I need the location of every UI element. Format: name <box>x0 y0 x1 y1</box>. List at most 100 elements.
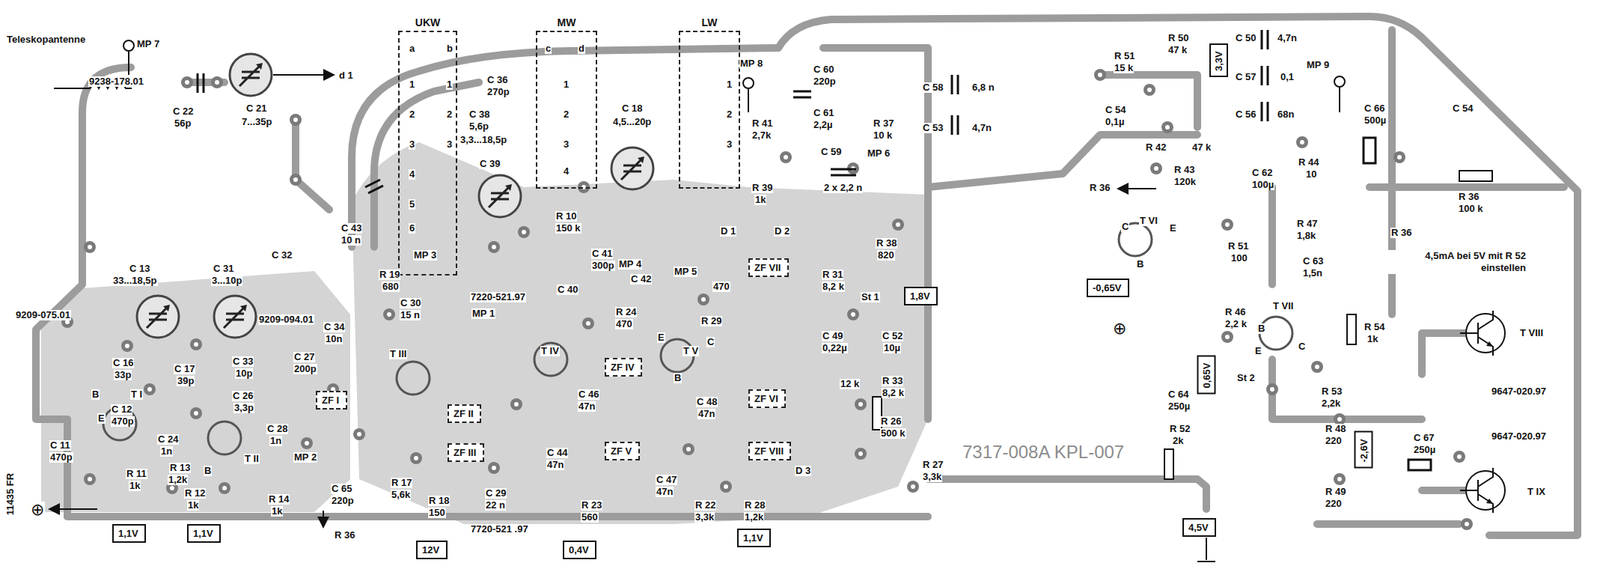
part-label: T II <box>243 453 260 464</box>
track <box>1421 333 1467 491</box>
part-label: C 47 <box>655 474 678 485</box>
part-label: R 28 <box>743 499 766 511</box>
part-label: 15 n <box>399 309 421 321</box>
part-label: C 41 <box>591 248 613 259</box>
part-label: C 22 <box>172 106 194 117</box>
part-label: R 33 <box>881 375 904 387</box>
part-label: E <box>657 332 666 343</box>
part-label: T III <box>389 348 408 360</box>
part-label: R 48 <box>1324 423 1347 435</box>
part-label: 9209-075.01 <box>14 309 72 321</box>
solder-pad <box>892 218 905 231</box>
part-label: C 16 <box>112 357 134 369</box>
part-label: 4,7n <box>971 122 993 134</box>
part-label: 6 <box>408 223 416 234</box>
part-label: 2 <box>562 109 570 120</box>
part-label: 2,2µ <box>812 119 834 131</box>
part-label: R 43 <box>1173 164 1196 176</box>
part-label: C 63 <box>1302 255 1324 267</box>
band-heading: MW <box>556 16 578 29</box>
part-label: C 28 <box>266 423 289 435</box>
part-label: 220p <box>330 495 355 506</box>
part-label: 1,2k <box>743 511 765 523</box>
part-label: R 51 <box>1227 240 1250 252</box>
box-label: 3,3V <box>1213 49 1225 72</box>
voltage-box: 0,65V <box>1197 355 1217 395</box>
part-label: C 24 <box>157 434 179 445</box>
part-label: B <box>91 389 100 400</box>
solder-pad <box>211 76 224 89</box>
solder-pad <box>517 226 530 238</box>
part-label: 9209-094.01 <box>258 314 315 325</box>
copper-pour <box>41 142 928 524</box>
part-label: C 46 <box>577 389 600 400</box>
part-label: R 51 <box>1113 50 1136 62</box>
part-label: 200p <box>293 363 318 375</box>
part-label: C 67 <box>1412 432 1435 444</box>
part-label: 470 <box>712 281 731 292</box>
part-label: D 2 <box>773 226 791 237</box>
solder-pad <box>577 181 590 194</box>
part-label: 1k <box>187 499 200 511</box>
arrow-line <box>1119 187 1157 190</box>
part-label: MP 3 <box>413 249 438 261</box>
box-label: -2,6V <box>1358 437 1370 463</box>
part-label: R 18 <box>428 495 450 506</box>
box-label: 0,4V <box>568 544 591 556</box>
arrow-line <box>322 510 325 526</box>
part-label: 500µ <box>1363 115 1387 126</box>
solder-pad <box>1094 68 1107 81</box>
part-label: 4,5...20p <box>612 116 652 128</box>
part-label: C 12 <box>110 404 133 415</box>
part-label: E <box>1254 345 1263 357</box>
leader-line <box>128 50 1340 113</box>
part-label: 220 <box>1324 435 1343 447</box>
part-label: d <box>577 43 586 54</box>
part-label: 1 <box>446 79 453 90</box>
solder-pad <box>121 339 134 352</box>
filter-box: ZF II <box>447 404 482 423</box>
part-label: C <box>1297 341 1306 352</box>
capacitor-symbol <box>951 74 958 135</box>
arrow-line <box>273 74 333 76</box>
solder-pad <box>719 480 732 493</box>
part-label: 680 <box>381 281 400 292</box>
part-label: T VI <box>1139 215 1159 227</box>
track <box>823 47 1198 188</box>
part-label: C 42 <box>630 273 652 285</box>
part-label: R 36 <box>1390 227 1413 238</box>
solder-pad <box>1150 162 1163 175</box>
adjustment-note: 4,5mA bei 5V mit R 52 einstellen <box>1382 249 1527 274</box>
voltage-box: 1,8V <box>904 286 938 306</box>
transistor-outline <box>396 361 430 395</box>
part-label: 10 <box>1305 169 1318 180</box>
part-label: C 58 <box>921 82 944 93</box>
solder-pad <box>847 308 860 321</box>
part-label: R 52 <box>1168 423 1191 435</box>
filter-box: ZF VI <box>748 389 786 408</box>
part-label: 3 <box>446 139 453 150</box>
part-label: D 1 <box>719 226 737 237</box>
part-label: R 24 <box>615 306 637 318</box>
solder-pad <box>1266 383 1279 396</box>
part-label: 1n <box>160 446 173 457</box>
copper-area <box>41 270 351 512</box>
solder-pad <box>83 240 96 253</box>
part-label: R 50 <box>1167 32 1190 44</box>
part-label: b <box>446 43 454 54</box>
box-label: ZF III <box>453 446 479 458</box>
part-label: R 11 <box>125 468 148 479</box>
part-label: 3,3k <box>921 471 943 482</box>
part-label: C 65 <box>330 483 353 494</box>
solder-pad <box>383 308 396 321</box>
part-label: MP 2 <box>293 452 318 463</box>
band-frame: UKW <box>398 30 458 276</box>
part-label: MP 4 <box>618 258 643 270</box>
part-label: C 40 <box>556 284 579 295</box>
solder-pad <box>1311 360 1324 373</box>
part-label: 47 k <box>1167 44 1188 56</box>
voltage-box: 12V <box>416 540 448 560</box>
part-label: 7...35p <box>240 116 273 128</box>
part-label: 47n <box>577 401 596 412</box>
